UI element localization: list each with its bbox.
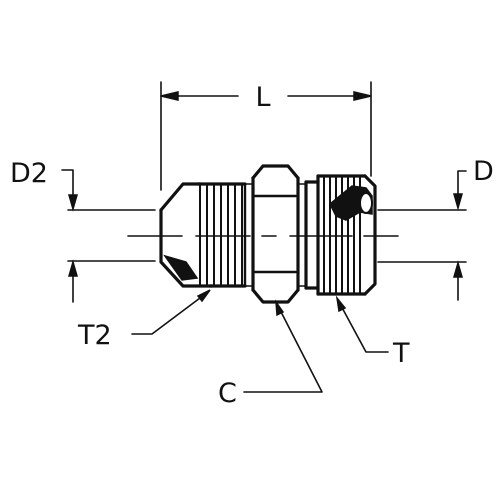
arrowhead-d2-bottom bbox=[68, 259, 78, 277]
dimension-d: D bbox=[377, 156, 494, 301]
callout-t2: T2 bbox=[77, 289, 211, 351]
flare-cone-bottom bbox=[159, 208, 214, 288]
o-ring-section bbox=[359, 192, 373, 214]
arrowhead-d2-top bbox=[68, 194, 78, 212]
dimension-length: L bbox=[160, 81, 372, 191]
flare-seat-shadow bbox=[163, 254, 199, 281]
label-t: T bbox=[392, 338, 410, 369]
callout-t: T bbox=[335, 295, 410, 369]
callout-c: C bbox=[218, 299, 323, 409]
leader-d-top bbox=[457, 170, 467, 199]
label-length: L bbox=[255, 82, 270, 113]
label-t2: T2 bbox=[77, 320, 112, 351]
arrowhead-c bbox=[275, 299, 285, 317]
leader-t2 bbox=[131, 291, 209, 335]
arrowhead-t bbox=[335, 295, 347, 313]
leader-t bbox=[338, 301, 389, 353]
leader-c bbox=[243, 305, 323, 393]
arrowhead-right bbox=[353, 91, 372, 101]
dimension-d2: D2 bbox=[10, 158, 156, 303]
arrowhead-left bbox=[160, 91, 179, 101]
leader-d2-top bbox=[61, 169, 74, 201]
hex-nut bbox=[244, 164, 300, 304]
end-face-right bbox=[363, 174, 377, 296]
label-c: C bbox=[218, 378, 237, 409]
thread-end-right bbox=[297, 174, 377, 296]
label-d2: D2 bbox=[10, 158, 48, 189]
hex-top-chamfer bbox=[251, 164, 300, 180]
arrowhead-d-bottom bbox=[453, 260, 463, 278]
label-d: D bbox=[473, 156, 494, 187]
flare-cone-top bbox=[159, 182, 202, 212]
arrowhead-t2 bbox=[196, 289, 211, 303]
flare-end-left bbox=[159, 182, 247, 288]
thread-lines-left bbox=[199, 184, 243, 286]
o-ring-seal bbox=[329, 185, 373, 221]
thread-lines-right bbox=[323, 176, 361, 294]
arrowhead-d-top bbox=[453, 193, 463, 211]
